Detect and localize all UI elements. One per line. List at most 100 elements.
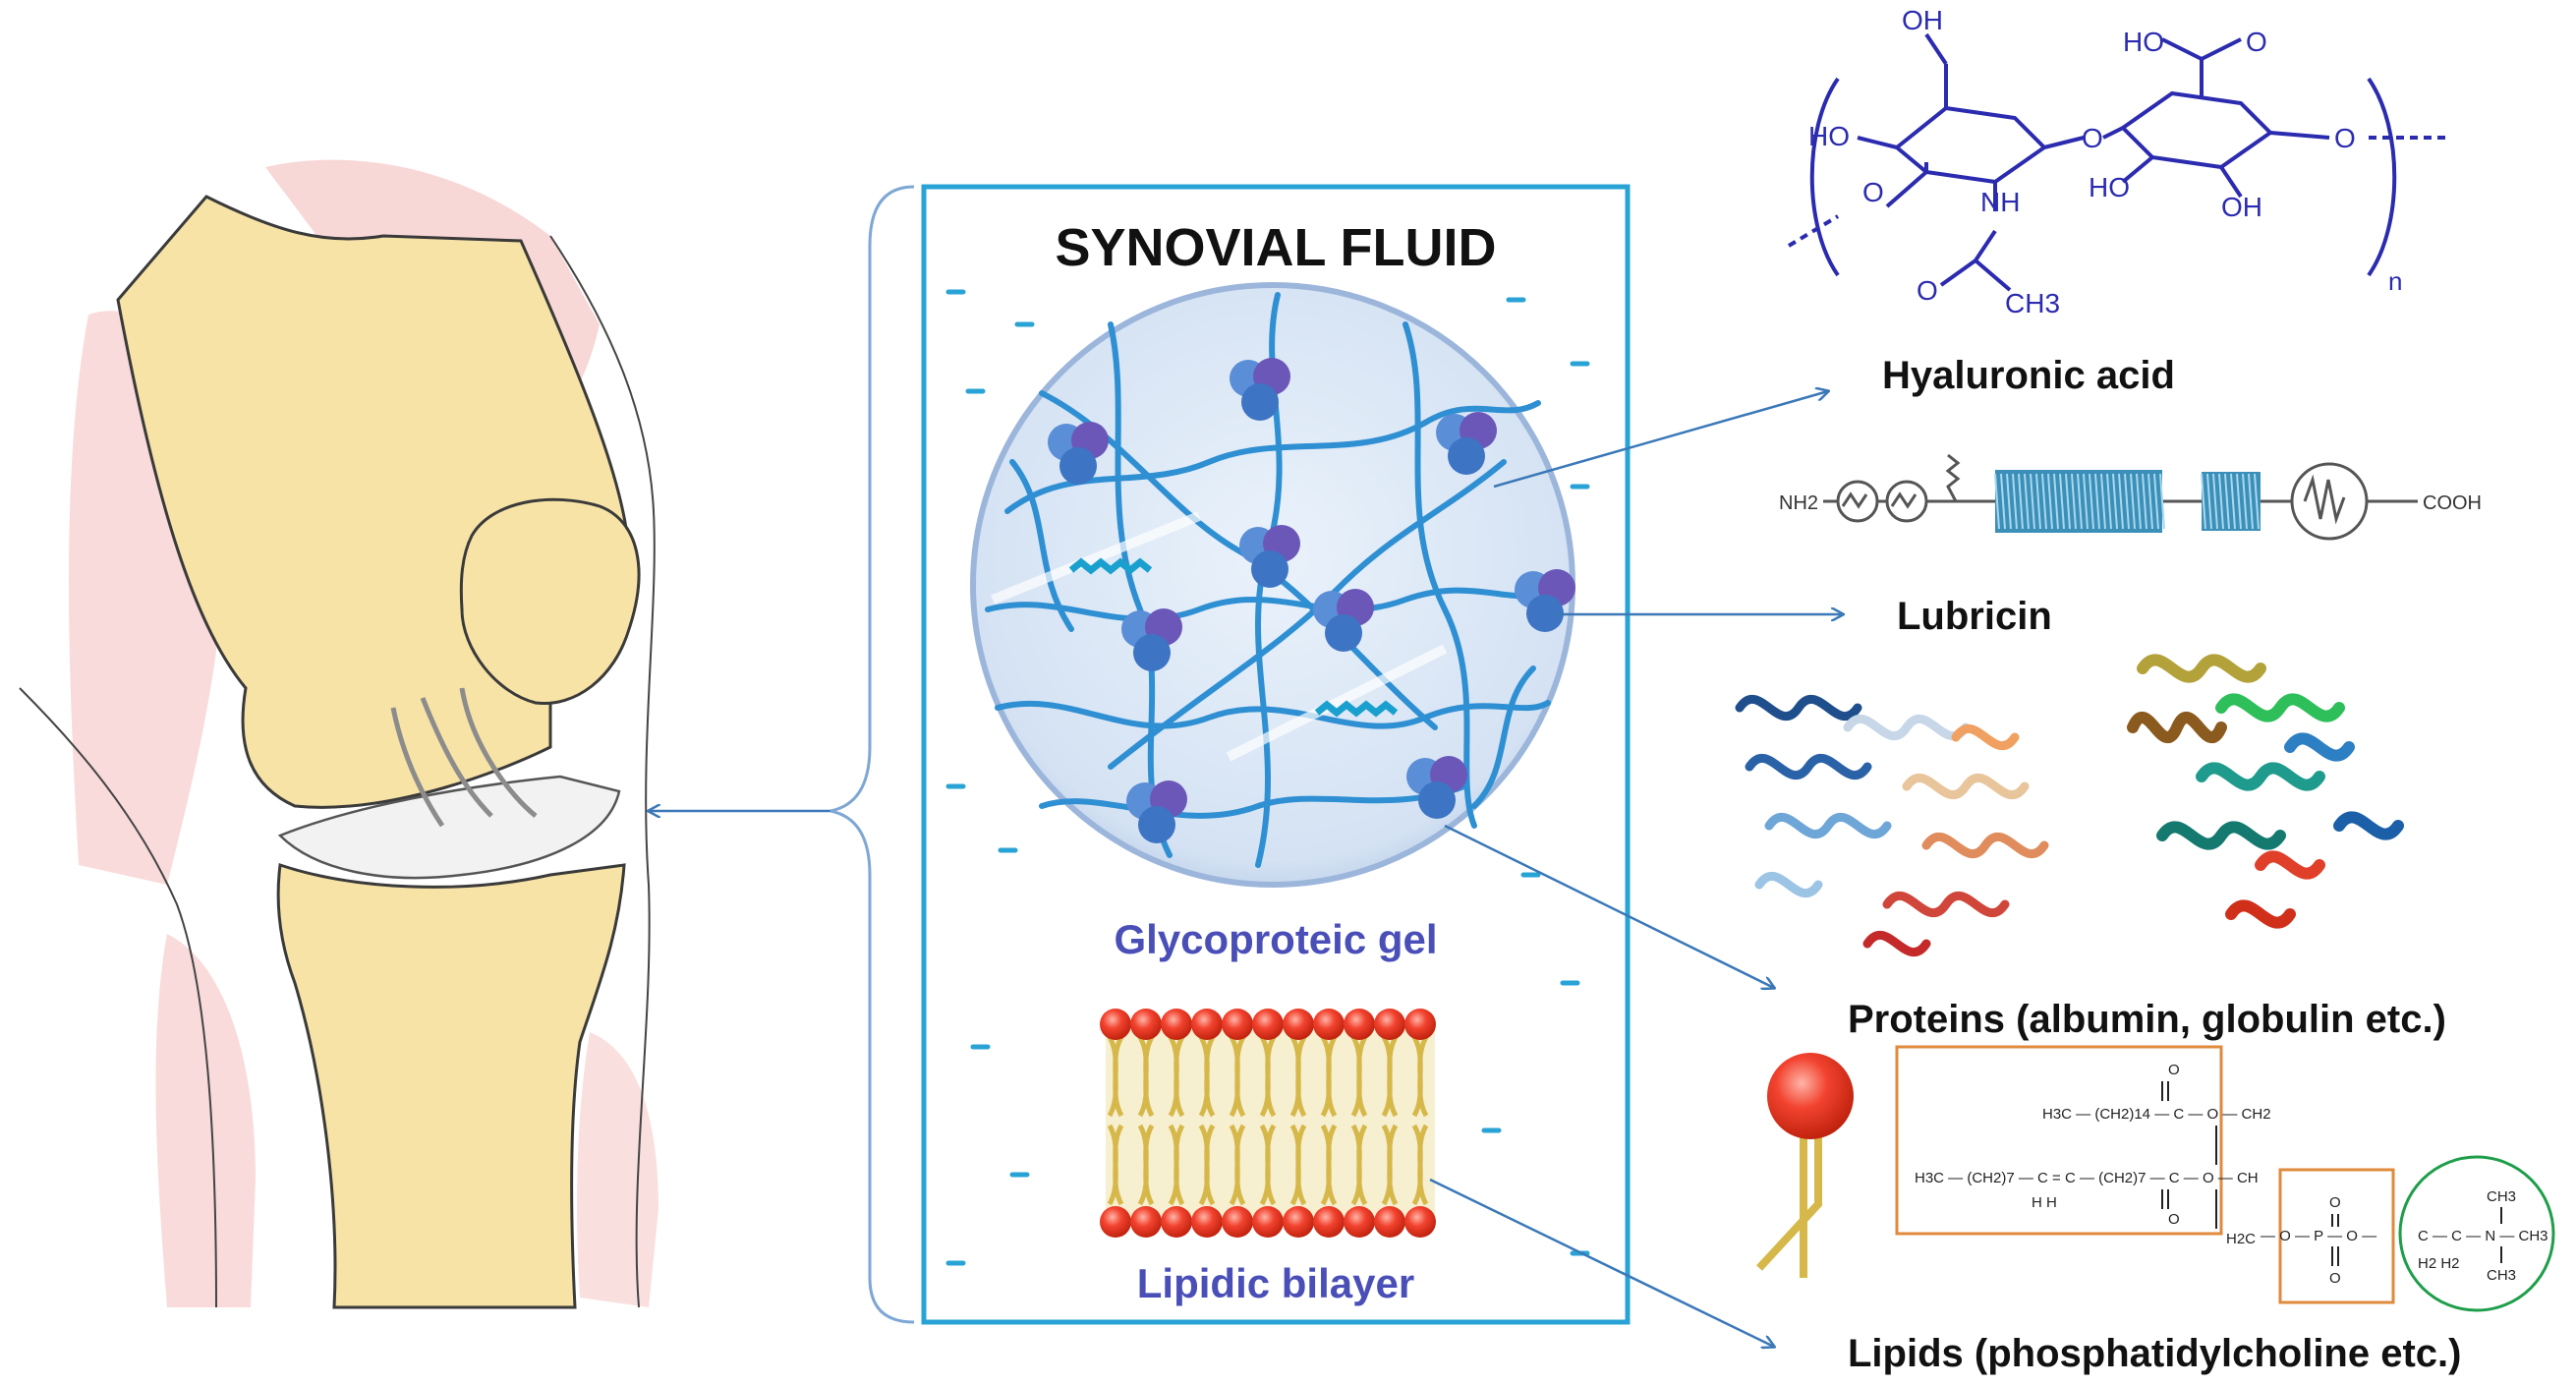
- lipid-head: [1130, 1206, 1162, 1238]
- svg-text:O: O: [2082, 123, 2103, 153]
- svg-text:O: O: [2168, 1062, 2180, 1078]
- lipid-tail: [1350, 1124, 1368, 1206]
- lipid-head: [1283, 1009, 1314, 1040]
- hyaluronic-acid-structure: [1787, 32, 2447, 292]
- lipid-tail: [1198, 1035, 1216, 1118]
- svg-text:O: O: [1862, 177, 1884, 207]
- lipid-head: [1191, 1206, 1223, 1238]
- lubricin-bristle: [2071, 473, 2077, 530]
- component-arrows: [1429, 391, 1843, 1347]
- lubricin-cooh: COOH: [2423, 492, 2482, 514]
- lipid-head: [1313, 1009, 1345, 1040]
- lubricin-bristle: [2153, 473, 2159, 530]
- skin-outline-right: [549, 235, 656, 1308]
- lipid-tail: [1381, 1035, 1399, 1118]
- lipid-tail: [1259, 1035, 1277, 1118]
- lubricin-bristle: [2000, 473, 2006, 530]
- lubricin-bristle: [2083, 473, 2089, 530]
- lipid-tail: [1259, 1124, 1277, 1206]
- svg-text:H3C — (CH2)7 — C = C — (CH2)7: H3C — (CH2)7 — C = C — (CH2)7 — C — O — …: [1915, 1170, 2259, 1186]
- svg-text:CH3: CH3: [2005, 288, 2060, 318]
- panel-title: SYNOVIAL FLUID: [1055, 218, 1496, 277]
- lubricin-bristle: [2254, 473, 2260, 530]
- lipid-tail: [1168, 1035, 1185, 1118]
- lipid-head: [1404, 1206, 1436, 1238]
- lubricin-chains: [991, 511, 1448, 762]
- negative-charges: [945, 289, 1590, 1266]
- lubricin-bristle: [2035, 473, 2041, 530]
- muscle-lower-left: [155, 934, 256, 1307]
- lubricin-bristle: [2024, 473, 2030, 530]
- patella: [459, 497, 641, 706]
- lubricin-bristle: [2018, 473, 2024, 530]
- lipid-tail: [1350, 1035, 1368, 1118]
- lipid-tail: [1381, 1124, 1399, 1206]
- lipid-head: [1161, 1009, 1192, 1040]
- label-lipids: Lipids (phosphatidylcholine etc.): [1848, 1332, 2461, 1375]
- lubricin-bristle: [2136, 473, 2142, 530]
- lubricin-bristle: [2094, 473, 2100, 530]
- label-hyaluronic-acid: Hyaluronic acid: [1882, 354, 2175, 397]
- lubricin-bristle: [2053, 473, 2059, 530]
- lubricin-bristle: [2100, 473, 2106, 530]
- lubricin-bristle: [2065, 473, 2071, 530]
- lubricin-bristle: [2106, 473, 2112, 530]
- svg-text:H H: H H: [2032, 1194, 2057, 1211]
- lipid-tail: [1320, 1124, 1338, 1206]
- lipid-head: [1100, 1206, 1131, 1238]
- lipid-tail: [1107, 1124, 1124, 1206]
- lipid-head: [1404, 1009, 1436, 1040]
- lipid-head: [1344, 1009, 1375, 1040]
- svg-text:C — C — N — CH3: C — C — N — CH3: [2418, 1228, 2548, 1244]
- lipid-tail: [1289, 1035, 1307, 1118]
- lipid-formula: O H3C — (CH2)14 — C — O — CH2 H3C — (CH2…: [1895, 1045, 2555, 1312]
- lipid-head: [1374, 1206, 1405, 1238]
- choline-circle: [2398, 1155, 2555, 1312]
- synovial-fluid-panel: SYNOVIAL FLUID: [921, 184, 1631, 1325]
- lubricin-bristle: [2047, 473, 2053, 530]
- lipid-tail: [1320, 1035, 1338, 1118]
- bilayer-label: Lipidic bilayer: [1137, 1260, 1414, 1306]
- lipid-tail: [1168, 1124, 1185, 1206]
- svg-text:NH: NH: [1980, 187, 2020, 217]
- lubricin-bristle: [2159, 473, 2165, 530]
- lubricin-bristle: [2006, 473, 2012, 530]
- lubricin-bristle: [2089, 473, 2094, 530]
- lipid-head: [1100, 1009, 1131, 1040]
- albumin-structure: [1735, 695, 2049, 956]
- lipid-tail: [1198, 1124, 1216, 1206]
- lipid-tail: [1229, 1035, 1246, 1118]
- lubricin-bristle: [2077, 473, 2083, 530]
- lipid-head: [1252, 1206, 1284, 1238]
- lubricin-bristle: [2147, 473, 2153, 530]
- arrow-proteins: [1444, 824, 1774, 988]
- lipid-head: [1130, 1009, 1162, 1040]
- svg-text:HO: HO: [2123, 27, 2164, 57]
- lubricin-bristle: [2236, 473, 2242, 530]
- lipid-tail: [1137, 1035, 1155, 1118]
- phosphate-box: [2278, 1168, 2395, 1304]
- lubricin-bristle: [2124, 473, 2130, 530]
- svg-text:O: O: [2168, 1211, 2180, 1228]
- lubricin-bristle: [2112, 473, 2118, 530]
- label-lubricin: Lubricin: [1897, 595, 2052, 638]
- lubricin-bristle: [2041, 473, 2047, 530]
- fatty-acid-box: [1895, 1045, 2223, 1236]
- svg-text:O: O: [2246, 27, 2267, 57]
- svg-text:O: O: [2329, 1270, 2341, 1287]
- phospholipid-icon: [1756, 1053, 1854, 1278]
- lubricin-bristle: [2012, 473, 2018, 530]
- globulin-structure: [2127, 654, 2404, 929]
- hyaluronic-acid-labels: OH HO O NH O CH3 O HO O HO OH O n: [1808, 5, 2402, 318]
- svg-text:O: O: [1917, 275, 1938, 306]
- muscle-lower-right: [577, 1032, 658, 1307]
- lubricin-nh2: NH2: [1779, 492, 1818, 514]
- svg-text:OH: OH: [2221, 192, 2262, 222]
- svg-text:O: O: [2334, 123, 2356, 153]
- lubricin-bristle: [2206, 473, 2212, 530]
- meniscus: [277, 775, 621, 880]
- lubricin-diagram: NH2 COOH: [1779, 453, 2482, 541]
- lipid-head: [1161, 1206, 1192, 1238]
- svg-text:OH: OH: [1902, 5, 1943, 35]
